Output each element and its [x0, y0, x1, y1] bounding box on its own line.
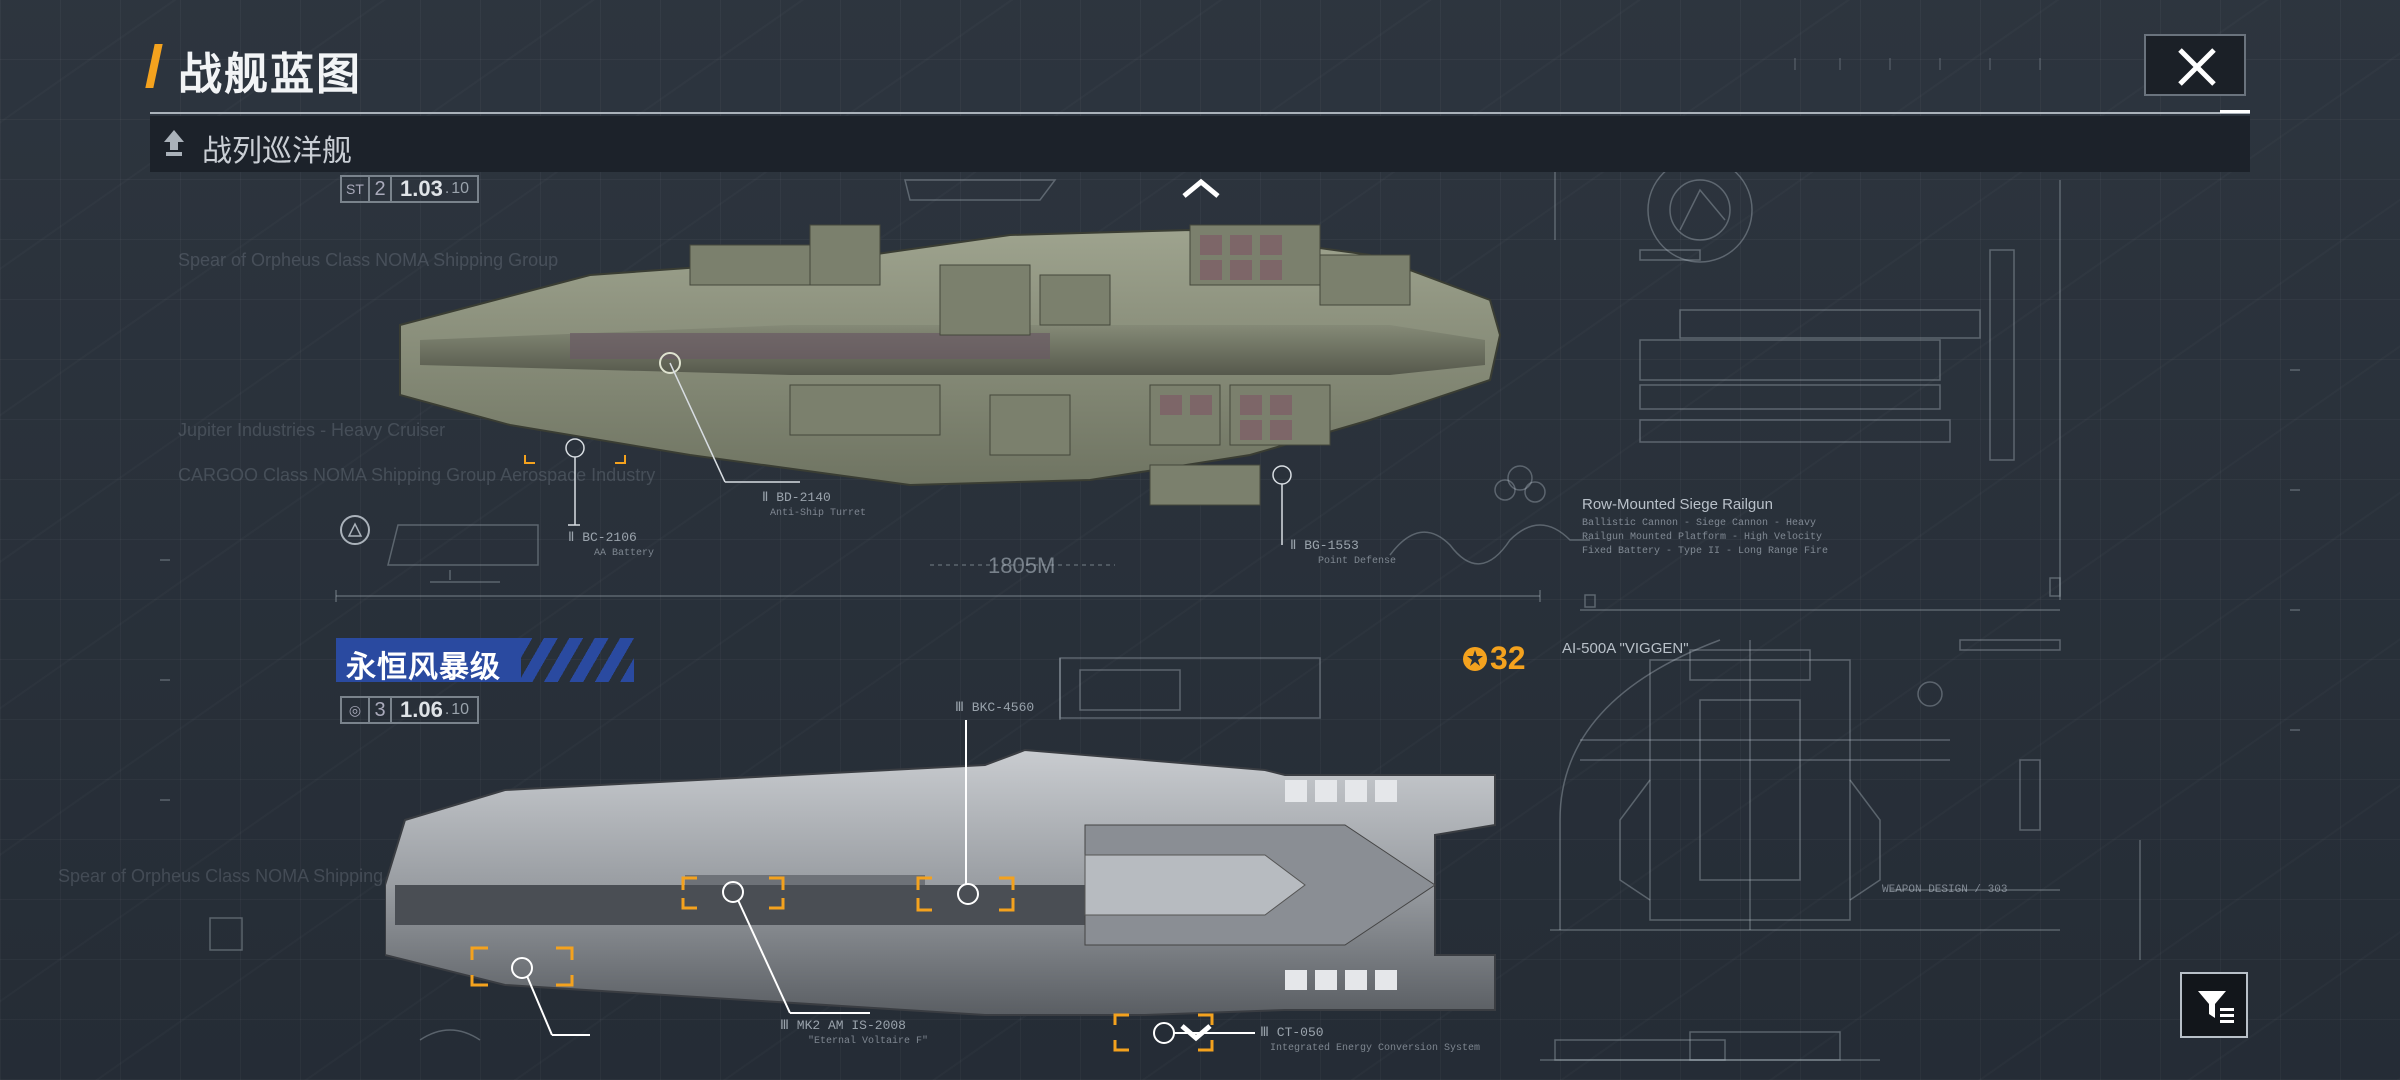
weapon-label: Ⅲ CT-050: [1260, 1025, 1324, 1040]
page-title: 战舰蓝图: [178, 50, 362, 99]
weapon-label: Ⅲ BKC-4560: [955, 700, 1035, 715]
ship-id-bottom: ◎ 3 1.06.10: [340, 695, 480, 725]
weapon-label: Ⅱ BG-1553: [1290, 538, 1359, 553]
weapon-detail-title: AI-500A "VIGGEN": [1562, 640, 1689, 657]
close-button[interactable]: [2144, 34, 2246, 96]
faint-text: CARGOO Class NOMA Shipping Group Aerospa…: [178, 465, 656, 485]
weapon-label: Ⅱ BC-2106: [568, 530, 637, 545]
rank-icon: [164, 130, 184, 156]
version-max: 10: [451, 701, 470, 718]
filter-button[interactable]: [2180, 972, 2248, 1038]
header-divider: [150, 112, 2250, 114]
weapon-label: Ⅲ MK2 AM IS-2008: [780, 1018, 906, 1033]
ship-tier: 2: [370, 175, 392, 203]
weapon-detail-text: Ballistic Cannon - Siege Cannon - Heavy: [1582, 518, 1817, 529]
weapon-detail-caption: WEAPON DESIGN / 303: [1882, 884, 2008, 896]
weapon-detail-text: Fixed Battery - Type II - Long Range Fir…: [1582, 546, 1829, 557]
ship-version: 1.03.10: [392, 175, 480, 203]
ship-name-tag: [336, 638, 634, 682]
ship-top-model[interactable]: [390, 215, 1510, 535]
ship-tier: 3: [370, 696, 392, 724]
score-value: 32: [1490, 640, 1526, 676]
weapon-label: Ⅱ BD-2140: [762, 490, 831, 505]
chevron-down-icon[interactable]: [1178, 1022, 1214, 1044]
faction-icon: ST: [340, 175, 370, 203]
faint-text: Spear of Orpheus Class NOMA Shipping Gro…: [58, 866, 439, 886]
weapon-sublabel: Anti-Ship Turret: [770, 508, 867, 519]
ship-name: 永恒风暴级: [346, 651, 501, 684]
chevron-up-icon[interactable]: [1180, 176, 1222, 202]
weapon-sublabel: Integrated Energy Conversion System: [1270, 1043, 1481, 1054]
ship-length-label: 1805M: [988, 553, 1056, 578]
version-max: 10: [451, 180, 470, 197]
ship-id-top: ST 2 1.03.10: [340, 174, 480, 204]
weapon-detail-text: Railgun Mounted Platform - High Velocity: [1582, 532, 1823, 543]
weapon-sublabel: Point Defense: [1318, 556, 1397, 567]
faction-icon: ◎: [340, 696, 370, 724]
version-value: 1.03: [400, 176, 443, 201]
ship-bottom-model[interactable]: [385, 745, 1505, 1035]
category-label: 战列巡洋舰: [202, 135, 352, 168]
category-bar: 战列巡洋舰: [150, 116, 2250, 172]
ship-version: 1.06.10: [392, 696, 480, 724]
weapon-detail-title: Row-Mounted Siege Railgun: [1582, 496, 1773, 513]
version-value: 1.06: [400, 697, 443, 722]
faint-text: Spear of Orpheus Class NOMA Shipping Gro…: [178, 250, 559, 270]
filter-icon: [2198, 991, 2234, 1023]
gear-badge-icon: [1463, 646, 1487, 671]
faint-text: Jupiter Industries - Heavy Cruiser: [178, 420, 446, 440]
weapon-sublabel: "Eternal Voltaire F": [808, 1036, 929, 1047]
header-divider-accent: [2220, 110, 2250, 113]
ship-score: 32: [1460, 640, 1526, 677]
close-icon: [2178, 48, 2216, 86]
weapon-sublabel: AA Battery: [594, 548, 655, 559]
